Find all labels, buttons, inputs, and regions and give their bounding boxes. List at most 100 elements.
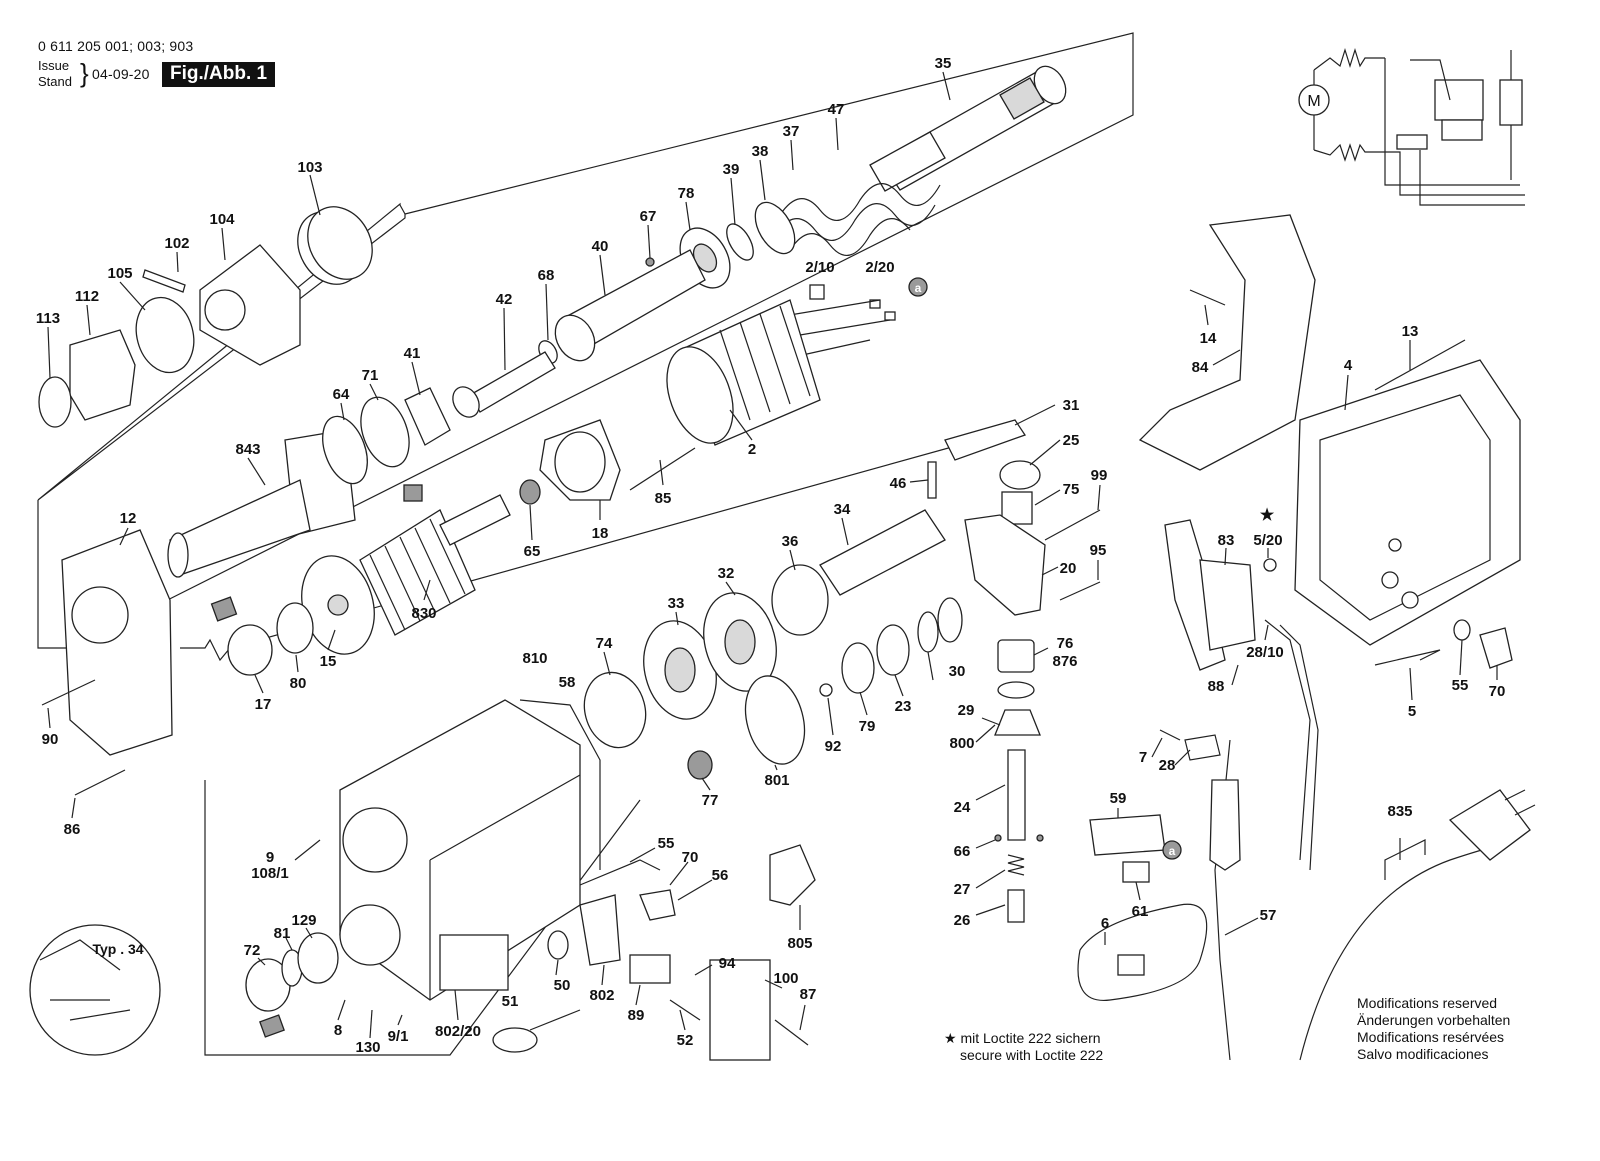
ball-67 — [645, 257, 655, 267]
callout: 40 — [592, 238, 609, 255]
plug-pins — [1504, 789, 1536, 816]
terminal-2-20 — [869, 299, 881, 309]
callout: 6 — [1101, 915, 1109, 932]
callout: 76 — [1057, 635, 1074, 652]
typ-34-detail — [29, 924, 161, 1056]
callout: 65 — [524, 543, 541, 560]
shaft-24 — [1007, 749, 1026, 841]
callout: 84 — [1192, 359, 1209, 376]
callout: 95 — [1090, 542, 1107, 559]
callout: 104 — [209, 211, 235, 228]
leader-lines — [47, 71, 1498, 1039]
callout: 9 — [266, 849, 274, 866]
connector-61 — [1117, 954, 1145, 976]
end-cover-12 — [61, 529, 173, 756]
screw-92 — [819, 683, 833, 697]
callout: 5/20 — [1253, 532, 1282, 549]
callout: 30 — [949, 663, 966, 680]
callout: 99 — [1091, 467, 1108, 484]
callout: 55 — [1452, 677, 1469, 694]
screw-88 — [1159, 729, 1181, 741]
knob-57 — [1479, 627, 1513, 669]
star-marker-83: ★ — [1260, 507, 1275, 524]
callout: 85 — [655, 490, 672, 507]
modifications-fr: Modifications resérvées — [1357, 1029, 1505, 1045]
connector-59 — [1122, 861, 1150, 883]
brush-mark-17 — [210, 596, 238, 622]
callout: 78 — [678, 185, 695, 202]
callout: 79 — [859, 718, 876, 735]
ball-66b — [1036, 834, 1044, 842]
bevel-gear-800 — [994, 709, 1041, 736]
callout: 66 — [954, 843, 971, 860]
callout: 13 — [1402, 323, 1419, 340]
end-cover-12-hole — [71, 586, 129, 644]
callout: 100 — [773, 970, 798, 987]
callout: 27 — [954, 881, 971, 898]
callout: 876 — [1052, 653, 1077, 670]
wires-61 — [1077, 903, 1208, 1001]
callout: 61 — [1132, 903, 1149, 920]
bearing-71 — [360, 396, 410, 468]
needle-bearing-74 — [583, 671, 647, 749]
callout: 35 — [935, 55, 952, 72]
callout: 102 — [164, 235, 189, 252]
plug-56 — [639, 889, 676, 921]
gear-32-hub — [724, 619, 756, 665]
cam-25 — [999, 460, 1041, 490]
air-guide-18-hole — [554, 431, 606, 493]
switch-body-4 — [1199, 559, 1256, 651]
callout: 88 — [1208, 678, 1225, 695]
callout: 5 — [1408, 703, 1416, 720]
stand-label: Stand — [38, 74, 72, 89]
plug-835 — [1448, 789, 1531, 861]
spring-55 — [579, 859, 661, 886]
callout: 810 — [522, 650, 547, 667]
callout: 25 — [1063, 432, 1080, 449]
callout: 32 — [718, 565, 735, 582]
part-numbers: 0 611 205 001; 003; 903 — [38, 38, 194, 54]
callout: 26 — [954, 912, 971, 929]
callout: 8 — [334, 1022, 342, 1039]
callout: 17 — [255, 696, 272, 713]
hammer-tube-40 — [554, 249, 706, 362]
callout: 64 — [333, 386, 350, 403]
callout: 24 — [954, 799, 971, 816]
spring-37 — [774, 183, 941, 256]
callout: 92 — [825, 738, 842, 755]
screw-90 — [41, 679, 96, 706]
callout: 18 — [592, 525, 609, 542]
ring-39 — [726, 223, 754, 261]
pin-102 — [142, 269, 186, 293]
bearing-76 — [997, 639, 1035, 673]
spring-103b — [307, 206, 373, 280]
callout: 56 — [712, 867, 729, 884]
typ-label: Typ . 34 — [92, 941, 143, 957]
bushing-65 — [519, 479, 541, 505]
cable-sleeve-6 — [1209, 779, 1241, 871]
marker-a-bottom — [1162, 840, 1182, 860]
pinion-41 — [404, 387, 451, 446]
marker-a-bottom-label: a — [1169, 844, 1176, 858]
callout: 29 — [958, 702, 975, 719]
callout: 2/20 — [865, 259, 894, 276]
screw-99 — [1044, 509, 1101, 541]
callout: 108/1 — [251, 865, 289, 882]
callout: 68 — [538, 267, 555, 284]
power-cord-5 — [1299, 844, 1501, 1061]
screw-85 — [629, 447, 696, 491]
callout: 34 — [834, 501, 851, 518]
callout: 23 — [895, 698, 912, 715]
spring-802-20 — [492, 1027, 538, 1053]
modifications-en: Modifications reserved — [1357, 995, 1498, 1011]
brush-mark-843 — [403, 484, 423, 502]
capacitor-28 — [1089, 814, 1166, 856]
figure-title: Fig./Abb. 1 — [162, 62, 276, 87]
stator-2 — [666, 299, 821, 446]
callout: 38 — [752, 143, 769, 160]
handle-half-14 — [1138, 214, 1316, 471]
ring-64 — [322, 415, 368, 485]
marker-a-top-label: a — [915, 281, 922, 295]
brush-mark-72 — [259, 1014, 285, 1038]
callout: 71 — [362, 367, 379, 384]
